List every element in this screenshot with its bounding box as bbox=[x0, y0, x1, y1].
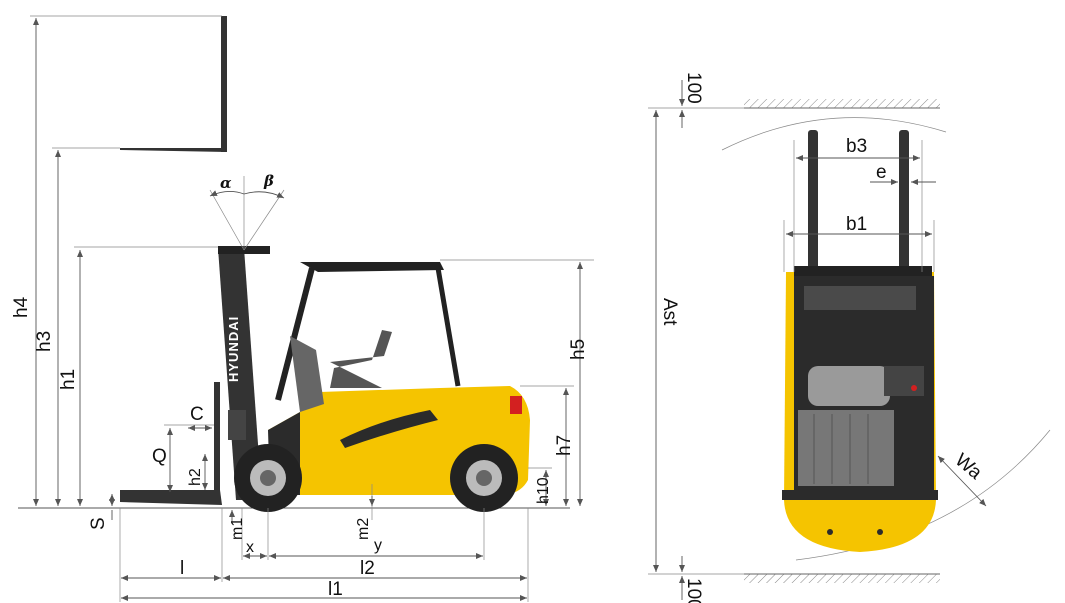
lowered-fork bbox=[120, 382, 246, 505]
x-label: x bbox=[246, 539, 254, 556]
y-label: y bbox=[374, 537, 382, 554]
beta-label: β bbox=[263, 172, 274, 190]
rear-wheel bbox=[450, 444, 518, 512]
b3-label: b3 bbox=[846, 136, 867, 157]
C-label: C bbox=[190, 404, 204, 425]
h3-label: h3 bbox=[34, 331, 55, 352]
truck-top bbox=[782, 266, 938, 552]
brand-label: HYUNDAI bbox=[226, 316, 241, 382]
top-wall bbox=[744, 99, 940, 108]
h4-label: h4 bbox=[11, 296, 32, 318]
h2-label: h2 bbox=[187, 468, 204, 486]
Wa-label: Wa bbox=[951, 450, 986, 484]
raised-fork bbox=[120, 16, 227, 152]
m2-label: m2 bbox=[355, 518, 372, 540]
alpha-label: α bbox=[220, 174, 232, 192]
Q-label: Q bbox=[152, 446, 167, 467]
h5-label: h5 bbox=[568, 339, 589, 360]
side-view: HYUNDAI bbox=[11, 15, 594, 602]
l1-label: l1 bbox=[328, 579, 343, 600]
l2-label: l2 bbox=[360, 558, 375, 579]
h10-label: h10 bbox=[535, 477, 552, 504]
b1-label: b1 bbox=[846, 214, 867, 235]
bottom-clearance-label: 100 bbox=[683, 578, 704, 603]
bottom-wall bbox=[744, 574, 940, 583]
front-wheel bbox=[234, 444, 302, 512]
S-label: S bbox=[88, 517, 109, 530]
m1-label: m1 bbox=[229, 518, 246, 540]
l-label: l bbox=[180, 558, 184, 579]
h1-label: h1 bbox=[58, 369, 79, 390]
overhead-guard bbox=[275, 262, 461, 412]
e-label: e bbox=[876, 162, 887, 183]
h7-label: h7 bbox=[554, 435, 575, 456]
top-clearance-label: 100 bbox=[683, 72, 704, 104]
Ast-label: Ast bbox=[659, 298, 680, 326]
top-view: 100 100 Ast b3 e b1 Wa bbox=[648, 72, 1051, 603]
